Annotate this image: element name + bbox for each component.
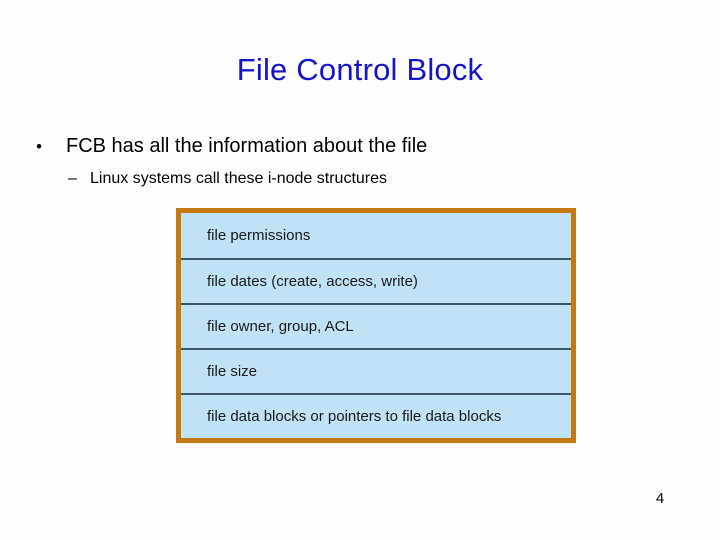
page-title: File Control Block bbox=[236, 52, 484, 87]
fcb-row-label: file permissions bbox=[207, 226, 311, 244]
page-number: 4 bbox=[655, 490, 665, 507]
bullet-dot-icon: • bbox=[36, 137, 42, 156]
fcb-row: file size bbox=[181, 348, 571, 393]
bullet-dash-icon: – bbox=[68, 170, 77, 187]
fcb-structure-diagram: file permissions file dates (create, acc… bbox=[176, 208, 576, 443]
fcb-row-label: file size bbox=[207, 362, 258, 380]
fcb-row: file permissions bbox=[181, 213, 571, 258]
fcb-row-label: file data blocks or pointers to file dat… bbox=[207, 407, 502, 425]
fcb-row-label: file dates (create, access, write) bbox=[207, 272, 418, 290]
fcb-row: file data blocks or pointers to file dat… bbox=[181, 393, 571, 438]
bullet-item-level1-label: FCB has all the information about the fi… bbox=[66, 135, 428, 157]
fcb-row: file owner, group, ACL bbox=[181, 303, 571, 348]
fcb-row-label: file owner, group, ACL bbox=[207, 317, 354, 335]
fcb-row: file dates (create, access, write) bbox=[181, 258, 571, 303]
bullet-item-level2-label: Linux systems call these i-node structur… bbox=[90, 170, 388, 187]
bullet-item-level1: • FCB has all the information about the … bbox=[36, 133, 656, 160]
bullet-item-level2: – Linux systems call these i-node struct… bbox=[68, 168, 668, 190]
